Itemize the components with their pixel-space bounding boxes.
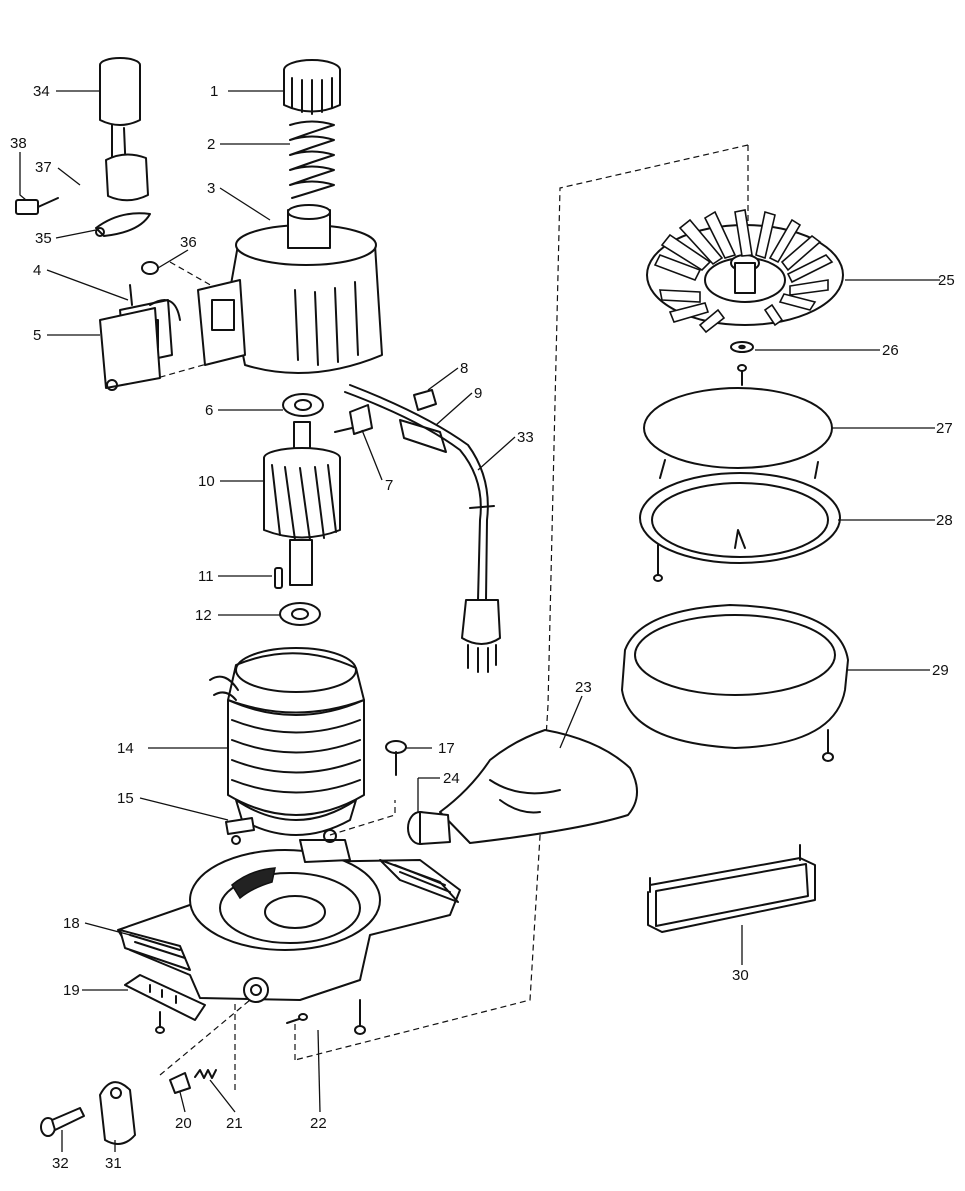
- stator: [209, 647, 365, 836]
- bag-screw: [385, 740, 407, 776]
- label-28: 28: [936, 512, 953, 529]
- label-9: 9: [474, 385, 482, 402]
- platen-frame: [639, 459, 841, 582]
- label-7: 7: [385, 477, 393, 494]
- capacitor-sleeve: [105, 153, 149, 202]
- label-34: 34: [33, 83, 50, 100]
- label-24: 24: [443, 770, 460, 787]
- sander-base: [117, 829, 461, 1035]
- top-knob: [283, 59, 341, 115]
- capacitor-clamp: [95, 212, 151, 237]
- label-5: 5: [33, 327, 41, 344]
- label-38: 38: [10, 135, 27, 152]
- skirt-ring: [621, 604, 849, 762]
- wire-connector: [15, 197, 59, 215]
- stator-bracket: [225, 817, 255, 845]
- label-19: 19: [63, 982, 80, 999]
- lever-screw: [40, 1107, 85, 1137]
- label-32: 32: [52, 1155, 69, 1172]
- label-17: 17: [438, 740, 455, 757]
- label-33: 33: [517, 429, 534, 446]
- upper-bearing: [282, 393, 324, 417]
- grommet: [129, 261, 159, 306]
- armature: [263, 421, 341, 586]
- label-14: 14: [117, 740, 134, 757]
- wire-handle: [647, 844, 816, 933]
- label-6: 6: [205, 402, 213, 419]
- lever: [99, 1081, 136, 1145]
- spring: [289, 120, 335, 199]
- label-15: 15: [117, 790, 134, 807]
- small-spring: [194, 1069, 217, 1079]
- label-1: 1: [210, 83, 218, 100]
- dust-bag: [439, 729, 638, 844]
- label-25: 25: [938, 272, 955, 289]
- lower-bearing: [279, 602, 321, 626]
- label-18: 18: [63, 915, 80, 932]
- label-4: 4: [33, 262, 41, 279]
- cooling-fan: [646, 209, 844, 334]
- cable-clamp: [334, 404, 373, 435]
- fan-washer: [730, 341, 754, 386]
- leader-lines: [19, 90, 940, 1152]
- cable-clamp-top: [413, 389, 437, 411]
- label-20: 20: [175, 1115, 192, 1132]
- label-27: 27: [936, 420, 953, 437]
- label-37: 37: [35, 159, 52, 176]
- motor-housing: [197, 204, 383, 374]
- label-11: 11: [198, 568, 214, 585]
- base-bracket: [124, 974, 206, 1034]
- label-26: 26: [882, 342, 899, 359]
- label-12: 12: [195, 607, 212, 624]
- shaft-key: [274, 567, 283, 589]
- label-30: 30: [732, 967, 749, 984]
- label-23: 23: [575, 679, 592, 696]
- label-35: 35: [35, 230, 52, 247]
- label-8: 8: [460, 360, 468, 377]
- power-cord: [344, 384, 501, 673]
- label-3: 3: [207, 180, 215, 197]
- switch-plate: [99, 307, 161, 391]
- label-2: 2: [207, 136, 215, 153]
- sanding-disc: [643, 387, 833, 469]
- label-10: 10: [198, 473, 215, 490]
- label-36: 36: [180, 234, 197, 251]
- part-number-labels: 34 1 2 3 38 37 35 36 4 5 6 8 9 7 10 33 1…: [10, 83, 955, 1172]
- label-21: 21: [226, 1115, 243, 1132]
- label-29: 29: [932, 662, 949, 679]
- bushing: [169, 1072, 191, 1094]
- label-31: 31: [105, 1155, 122, 1172]
- label-22: 22: [310, 1115, 327, 1132]
- base-screw: [286, 1013, 308, 1024]
- bag-hose-clamp: [407, 811, 451, 845]
